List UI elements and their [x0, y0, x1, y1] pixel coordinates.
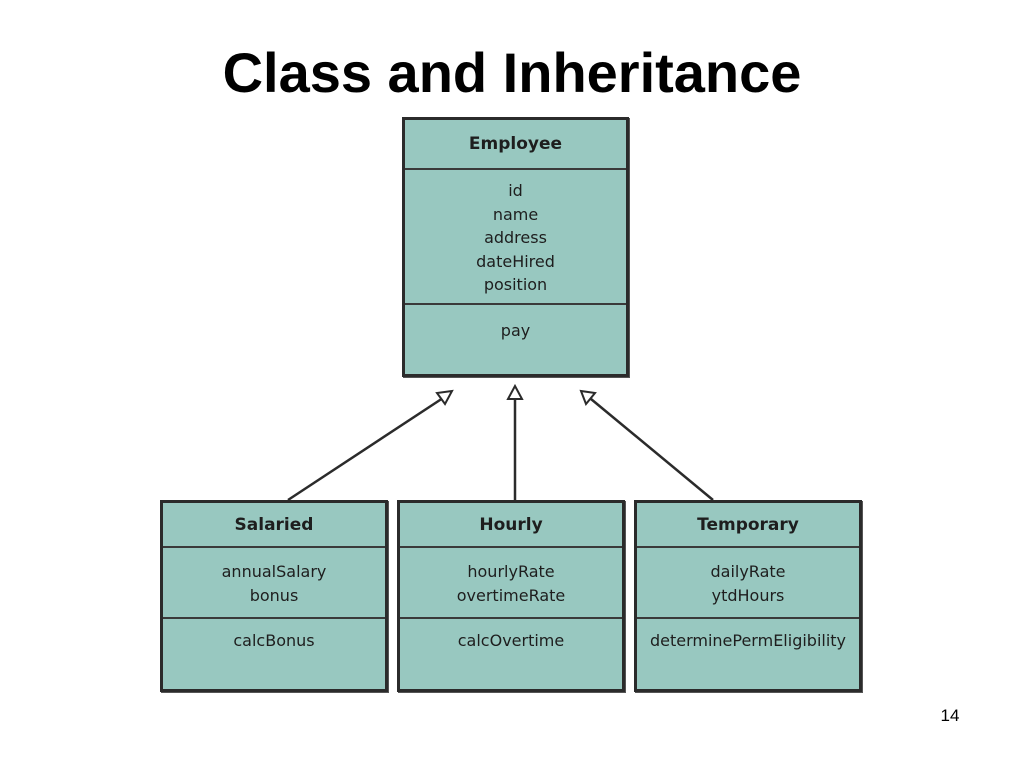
method: pay [500, 321, 531, 340]
class-attributes: annualSalary bonus [163, 548, 385, 619]
attribute: address [484, 228, 547, 247]
generalization-arrowhead-icon [506, 383, 524, 400]
class-box-employee: Employee id name address dateHired posit… [402, 117, 629, 377]
attribute: ytdHours [711, 585, 785, 605]
generalization-arrowhead-icon [579, 389, 597, 406]
class-methods: calcBonus [163, 619, 385, 653]
attribute: overtimeRate [456, 585, 566, 605]
class-methods: calcOvertime [400, 619, 622, 653]
attribute: bonus [249, 585, 299, 605]
class-attributes: hourlyRate overtimeRate [400, 548, 622, 619]
class-name: Temporary [637, 503, 859, 548]
class-box-hourly: Hourly hourlyRate overtimeRate calcOvert… [397, 500, 625, 692]
page-number: 14 [940, 706, 960, 725]
class-box-temporary: Temporary dailyRate ytdHours determinePe… [634, 500, 862, 692]
attribute: annualSalary [221, 562, 327, 581]
method: calcBonus [233, 631, 315, 650]
generalization-arrowhead-icon [435, 389, 454, 406]
attribute: hourlyRate [467, 562, 555, 581]
class-methods: determinePermEligibility [637, 619, 859, 653]
class-name: Salaried [163, 503, 385, 548]
attribute: dailyRate [710, 562, 786, 581]
connector-salaried-employee [287, 396, 444, 502]
class-name: Employee [405, 120, 626, 170]
method: calcOvertime [457, 631, 565, 650]
class-attributes: id name address dateHired position [405, 170, 626, 305]
class-methods: pay [405, 305, 626, 343]
attribute: name [492, 204, 539, 224]
class-name: Hourly [400, 503, 622, 548]
attribute: position [483, 275, 548, 294]
connector-temporary-employee [590, 398, 714, 501]
method: determinePermEligibility [649, 631, 847, 650]
class-attributes: dailyRate ytdHours [637, 548, 859, 619]
class-box-salaried: Salaried annualSalary bonus calcBonus [160, 500, 388, 692]
slide-title: Class and Inheritance [222, 41, 802, 104]
attribute: dateHired [476, 251, 555, 271]
attribute: id [508, 181, 523, 200]
